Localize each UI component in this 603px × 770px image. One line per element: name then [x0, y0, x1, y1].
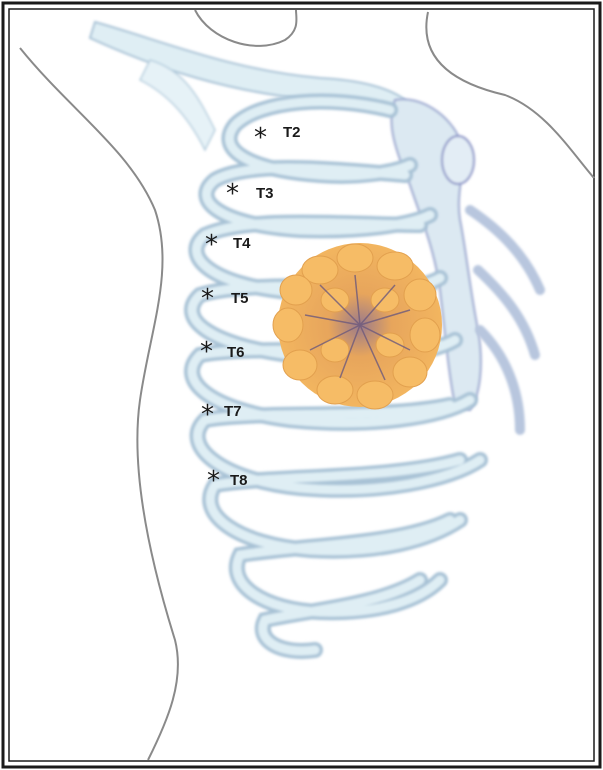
asterisk-icon: *	[254, 123, 267, 153]
label-t5-text: T5	[231, 290, 249, 307]
asterisk-icon: *	[201, 284, 214, 314]
asterisk-icon: *	[226, 179, 239, 209]
label-t4-text: T4	[233, 235, 251, 252]
asterisk-icon: *	[207, 466, 220, 496]
asterisk-icon: *	[205, 230, 218, 260]
label-t2-text: T2	[283, 124, 301, 141]
label-t3-text: T3	[256, 185, 274, 202]
label-t3: * T3	[226, 179, 274, 209]
clavicle	[90, 22, 405, 150]
mammary-gland	[273, 243, 442, 409]
asterisk-icon: *	[200, 337, 213, 367]
label-t8-text: T8	[230, 472, 248, 489]
label-t7-text: T7	[224, 403, 242, 420]
label-t2: * T2	[254, 123, 301, 153]
asterisk-icon: *	[201, 400, 214, 430]
label-t6-text: T6	[227, 344, 245, 361]
